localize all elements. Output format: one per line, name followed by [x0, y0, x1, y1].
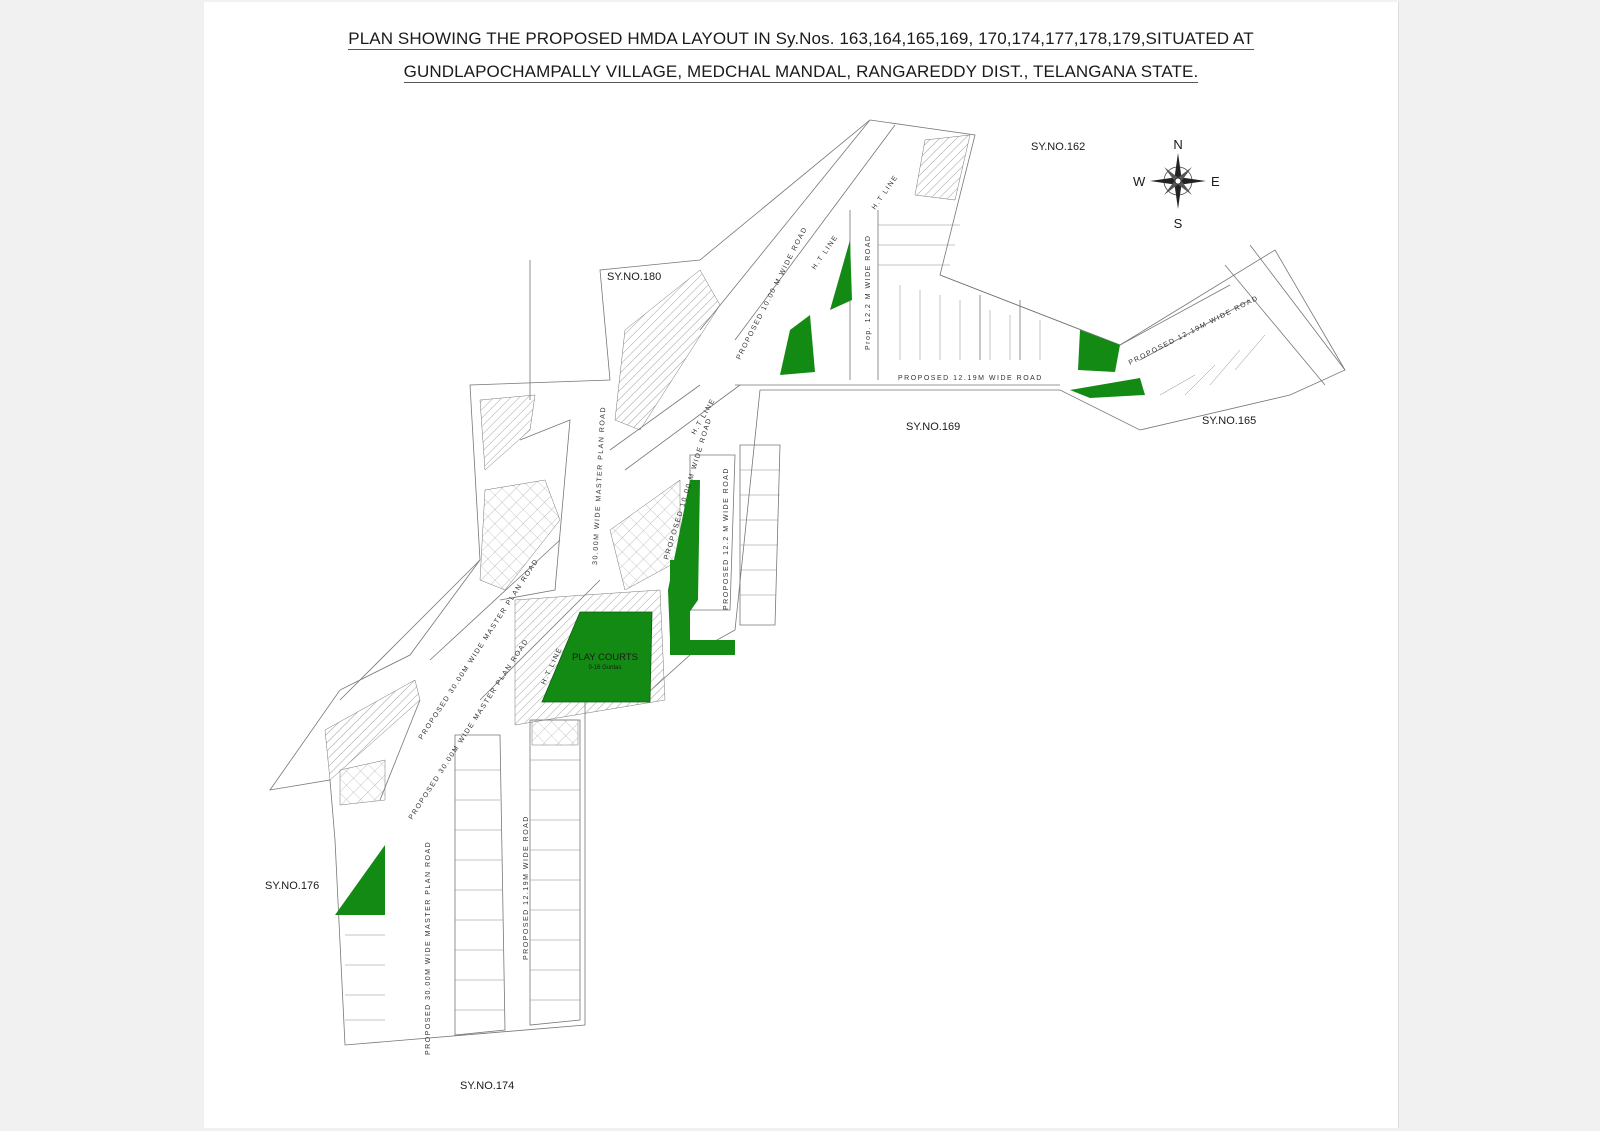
survey-165-label: SY.NO.165 — [1202, 415, 1256, 427]
road-label-master-a: 30.00M WIDE MASTER PLAN ROAD — [592, 406, 607, 565]
mortgage-zone-southwest — [324, 679, 421, 781]
green-space-3 — [1078, 330, 1120, 372]
mortgage-zone-west — [614, 269, 721, 431]
green-space-7 — [335, 845, 385, 915]
road-label-center-12-2: PROPOSED 12.2 M WIDE ROAD — [723, 467, 730, 610]
plan-title-text-2: GUNDLAPOCHAMPALLY VILLAGE, MEDCHAL MANDA… — [403, 62, 1199, 83]
play-courts: PLAY COURTS 0-16 Guntas — [541, 611, 653, 703]
road-label-south-master: PROPOSED 30.00M WIDE MASTER PLAN ROAD — [425, 841, 432, 1055]
road-label-south-12m: PROPOSED 12.19M WIDE ROAD — [523, 815, 530, 960]
road-label-prop-12-2: Prop. 12.2 M WIDE ROAD — [865, 235, 872, 350]
mortgage-zone-north — [914, 134, 971, 201]
green-space-6 — [670, 560, 735, 655]
open-spaces — [335, 240, 1145, 915]
compass-south-label: S — [1174, 216, 1183, 231]
survey-180-label: SY.NO.180 — [607, 271, 661, 283]
drawing-sheet — [204, 2, 1399, 1128]
compass-center — [1174, 177, 1182, 185]
plan-title-line-1: PLAN SHOWING THE PROPOSED HMDA LAYOUT IN… — [204, 29, 1398, 50]
road-label-east: PROPOSED 12.19M WIDE ROAD — [1128, 295, 1260, 367]
utility-zone — [479, 394, 536, 471]
social-infra-zone-west — [339, 759, 386, 806]
plot-grid — [345, 224, 1266, 1021]
compass-west-label: W — [1133, 174, 1146, 189]
play-courts-area — [541, 611, 653, 703]
ht-line-label-2: H.T LINE — [811, 234, 840, 271]
green-space-4 — [1070, 378, 1145, 398]
ht-line-label-1: H.T LINE — [871, 174, 900, 211]
survey-162-label: SY.NO.162 — [1031, 141, 1085, 153]
hatched-zones — [324, 134, 971, 806]
survey-169-label: SY.NO.169 — [906, 421, 960, 433]
plan-title-line-2: GUNDLAPOCHAMPALLY VILLAGE, MEDCHAL MANDA… — [204, 62, 1398, 83]
compass-rose: N S E W — [1133, 137, 1220, 231]
plan-title-text-1: PLAN SHOWING THE PROPOSED HMDA LAYOUT IN… — [348, 29, 1254, 50]
compass-north-label: N — [1173, 137, 1182, 152]
social-infra-zone — [531, 719, 579, 746]
play-courts-subtitle: 0-16 Guntas — [588, 665, 621, 671]
mortgage-zone-center — [479, 479, 561, 591]
green-space-2 — [780, 315, 815, 375]
road-label-main: PROPOSED 12.19M WIDE ROAD — [898, 375, 1043, 382]
survey-labels: SY.NO.162 SY.NO.180 SY.NO.169 SY.NO.165 … — [265, 141, 1256, 1092]
play-courts-title: PLAY COURTS — [572, 652, 638, 663]
survey-174-label: SY.NO.174 — [460, 1080, 514, 1092]
survey-176-label: SY.NO.176 — [265, 880, 319, 892]
compass-east-label: E — [1211, 174, 1220, 189]
green-space-1 — [830, 240, 852, 310]
